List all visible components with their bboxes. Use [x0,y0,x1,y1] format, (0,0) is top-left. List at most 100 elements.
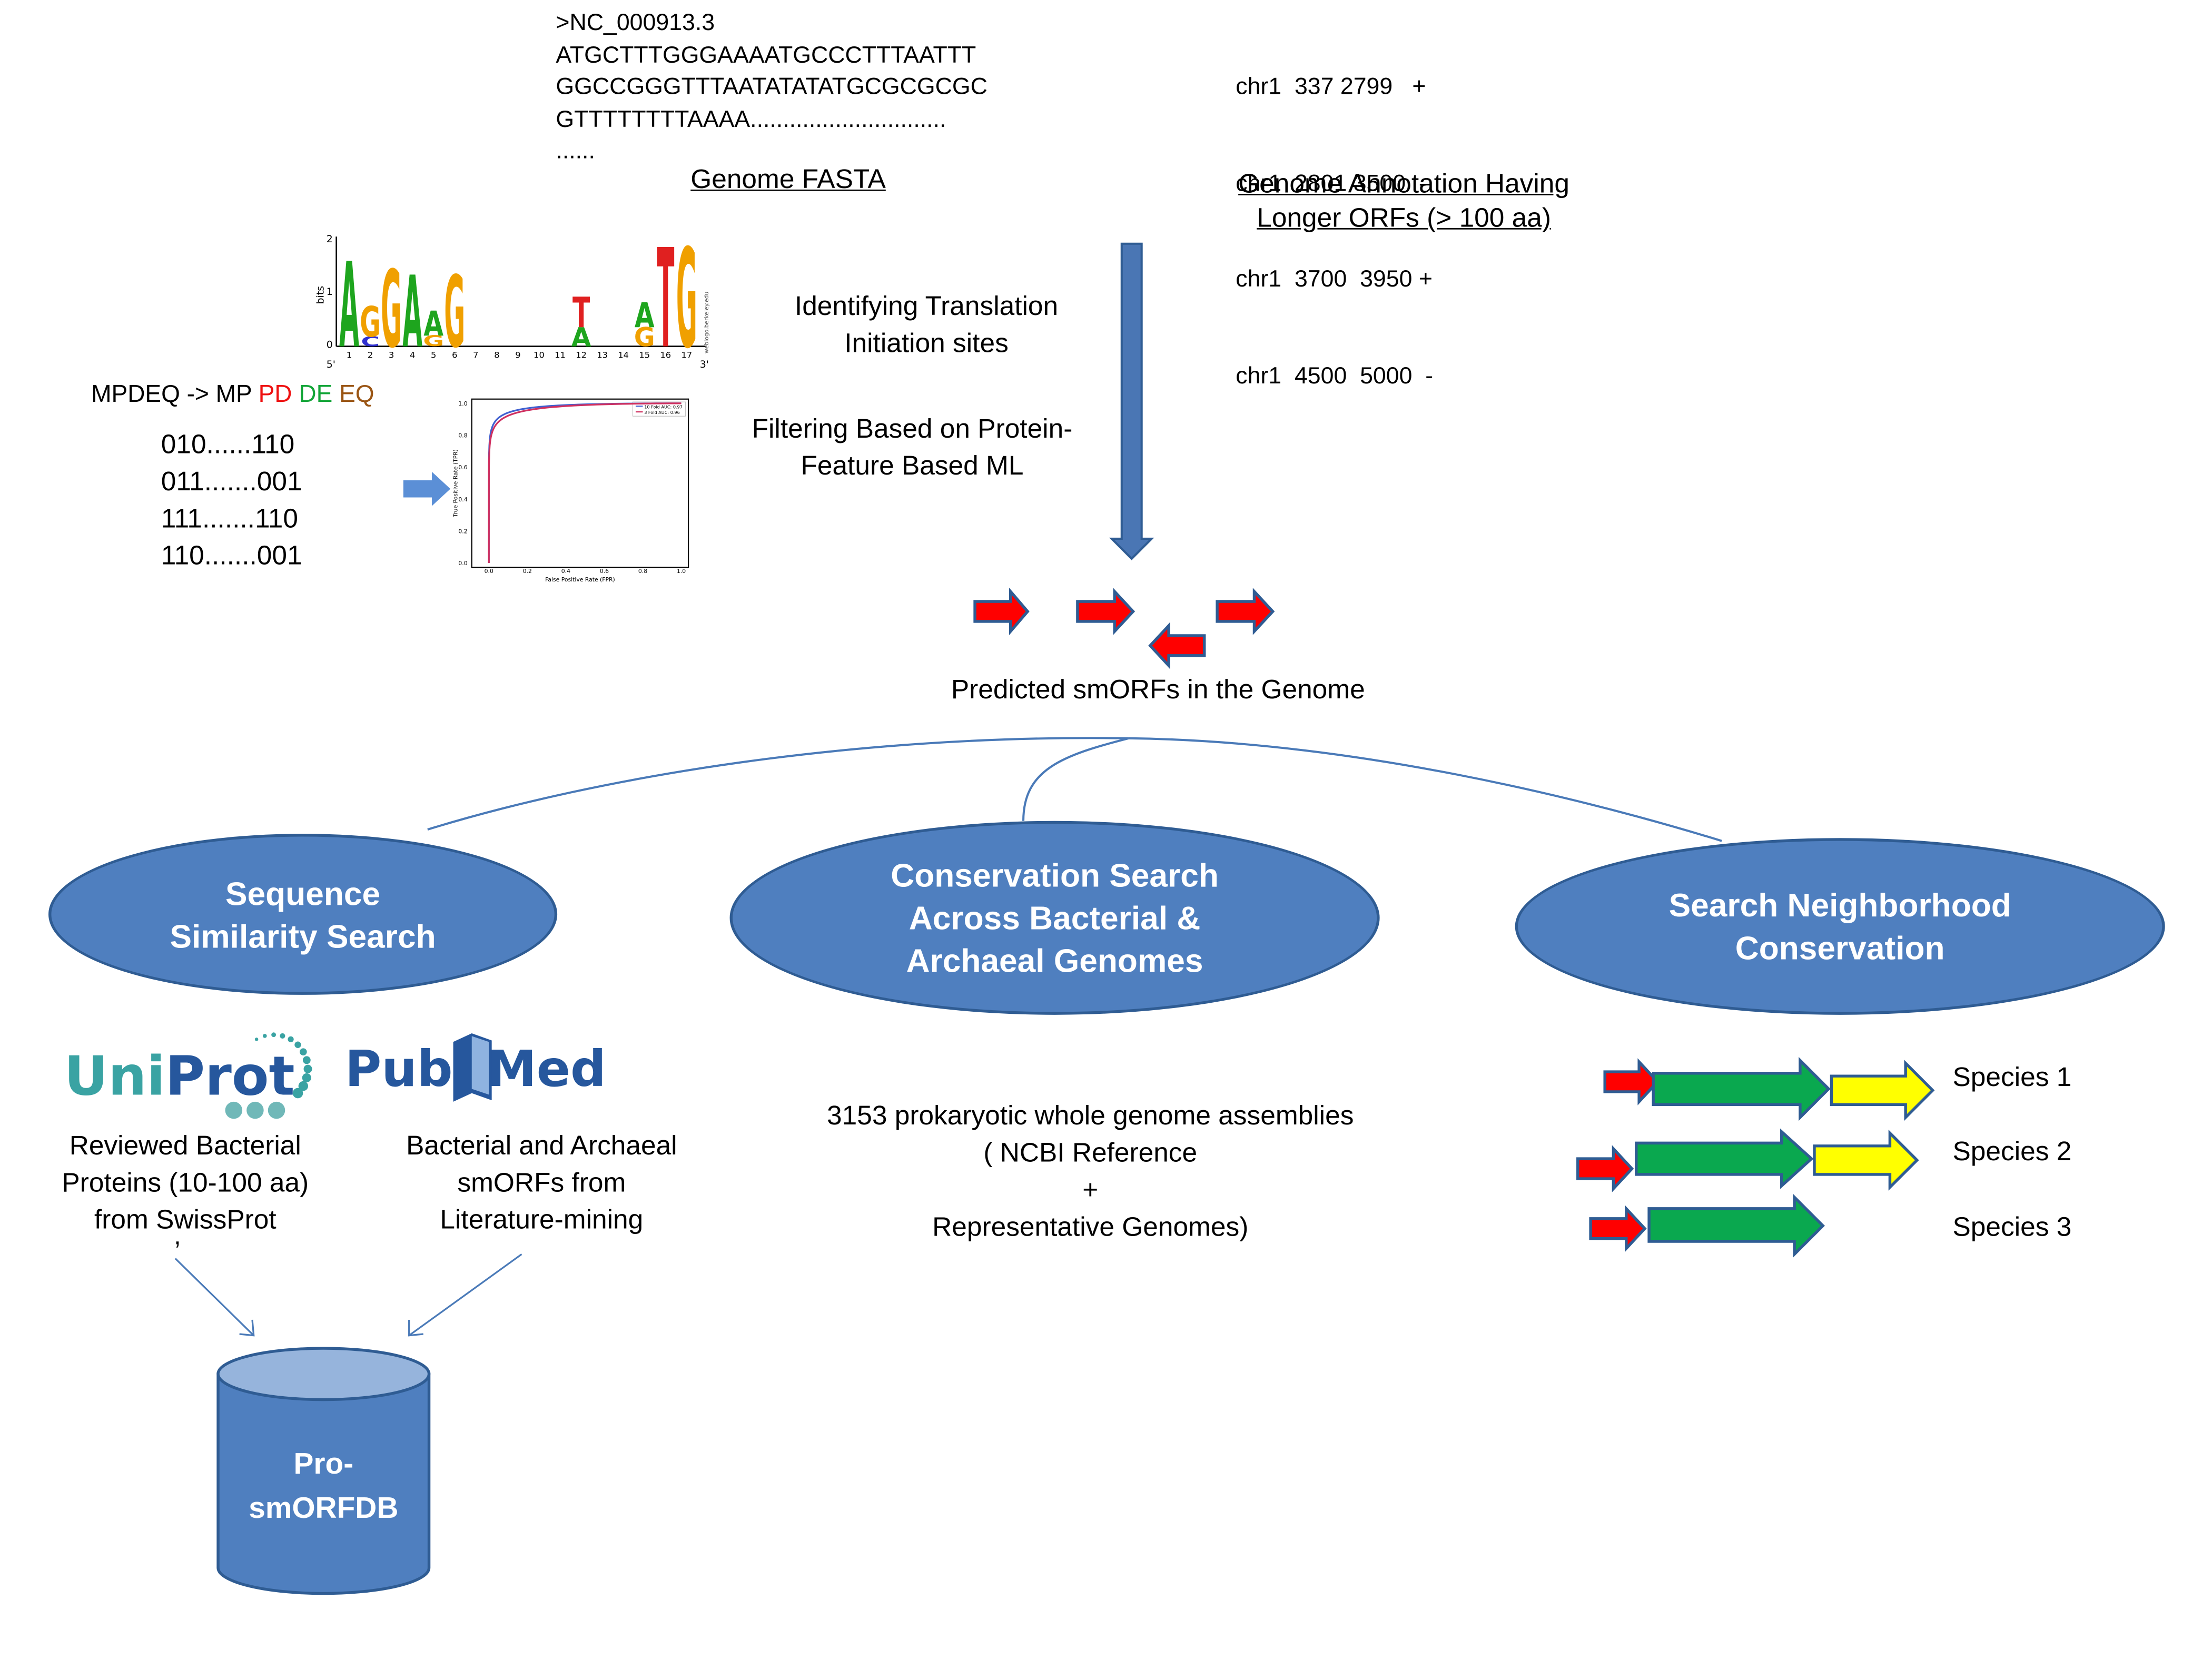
ml-step-label: Filtering Based on Protein- Feature Base… [706,412,1119,486]
pubmed-to-db-head [408,1319,423,1337]
logo-letter: G [444,255,465,370]
yellow-gene-arrow [1830,1060,1935,1121]
logo-position-label: 8 [494,350,499,360]
uniprot-logo-uni: Uni [64,1044,165,1108]
uniprot-dot [225,1101,243,1119]
roc-ytick: 0.4 [458,496,467,503]
logo-letter: G [423,333,444,350]
genomes-line: 3153 prokaryotic whole genome assemblies [827,1101,1354,1132]
pipeline-down-arrow [1109,242,1154,560]
fasta-header: >NC_000913.3 [556,9,715,36]
pubmed-logo-pub: Pub [344,1042,453,1099]
logo-letter: C [361,334,380,350]
binary-row: 110.......001 [161,541,302,572]
fasta-line: GTTTTTTTTAAAA...........................… [556,106,946,132]
uniprot-to-db-line [174,1258,254,1336]
binary-row: 011.......001 [161,467,302,498]
uniprot-line: Proteins (10-100 aa) [62,1169,309,1199]
roc-legend-entry: 3 Fold AUC: 0.96 [644,410,680,415]
tis-step-label: Identifying Translation Initiation sites [741,289,1112,363]
logo-letter: T [572,289,590,337]
oval-text: Archaeal Genomes [906,942,1203,980]
pubmed-description: Bacterial and Archaeal smORFs from Liter… [349,1129,734,1240]
connector-to-conservation-oval [1022,737,1129,821]
neighborhood-gene-arrows [1576,1056,1935,1258]
roc-curve-plot: False Positive Rate (FPR) True Positive … [452,398,689,583]
logo-position-label: 14 [618,350,629,360]
logo-letter: A [339,238,359,375]
uniprot-dot [294,1041,301,1048]
logo-position-label: 2 [368,350,373,360]
green-gene-arrow [1635,1128,1814,1189]
uniprot-dot [254,1038,259,1041]
roc-ytick: 1.0 [458,400,467,407]
connector-to-neighborhood-oval [1129,737,1722,842]
cylinder-body [216,1372,431,1595]
database-cylinder: Pro- smORFDB [216,1347,431,1595]
encoding-to-roc-arrow [403,471,451,506]
uniprot-dot [300,1048,307,1055]
pubmed-logo-med: Med [487,1042,606,1099]
logo-position-label: 5 [431,350,436,360]
binary-feature-matrix: 010......110 011.......001 111.......110… [161,428,302,576]
logo-ytick: 2 [327,233,333,245]
uniprot-dot [246,1101,264,1119]
uniprot-logo-prot: Prot [165,1044,295,1108]
uniprot-dot [302,1073,311,1083]
smorf-gene-arrow [1576,1145,1634,1192]
uniprot-dot [292,1088,303,1099]
logo-letter: A [423,304,443,344]
uniprot-line: from SwissProt [94,1206,276,1236]
uniprot-dot [280,1033,285,1039]
genomes-line: ( NCBI Reference [983,1139,1198,1169]
logo-letter: G [676,220,697,379]
genome-fasta-sequence: >NC_000913.3 ATGCTTTGGGAAAATGCCCTTTAATTT… [556,7,987,167]
predicted-smorfs-label: Predicted smORFs in the Genome [951,675,1365,706]
uniprot-dot [303,1064,312,1073]
genomes-line: Representative Genomes) [932,1212,1249,1243]
binary-row: 111.......110 [161,504,298,535]
uniprot-dot [268,1101,285,1119]
roc-xtick: 1.0 [677,568,686,575]
uniprot-dot [298,1081,309,1091]
encoding-de: DE [299,380,333,408]
connector-to-sequence-oval [427,737,1129,831]
logo-position-label: 13 [597,350,608,360]
logo-position-label: 9 [515,350,520,360]
fasta-line: ATGCTTTGGGAAAATGCCCTTTAATTT [556,42,976,68]
fasta-line: ...... [556,138,595,164]
annotation-label-line: Longer ORFs (> 100 aa) [1257,203,1551,234]
predicted-smorf-arrows [973,587,1275,669]
roc-xtick: 0.4 [561,568,570,575]
pubmed-book-icon [453,1033,492,1102]
tis-label-line: Initiation sites [844,329,1009,359]
logo-position-label: 15 [639,350,650,360]
logo-position-label: 10 [534,350,545,360]
smorf-arrow-forward [1216,588,1275,635]
logo-letter: G [634,322,655,353]
genomes-line: + [1082,1176,1099,1206]
logo-ytick: 1 [327,286,333,298]
oval-text: Across Bacterial & [908,899,1201,936]
genome-assemblies-text: 3153 prokaryotic whole genome assemblies… [741,1099,1439,1247]
smorf-arrow-forward [973,587,1030,636]
roc-xtick: 0.0 [485,568,493,575]
logo-letter: A [635,296,655,335]
uniprot-dot [302,1056,311,1064]
pubmed-to-db-line [408,1253,522,1337]
stray-comma: , [174,1221,181,1250]
logo-letter: T [657,220,674,379]
pubmed-line: Bacterial and Archaeal [406,1131,677,1162]
annotation-row: chr1 4500 5000 - [1236,362,1434,389]
logo-ytick: 0 [327,339,333,350]
green-gene-arrow [1652,1056,1831,1121]
uniprot-dot [271,1032,276,1038]
encoding-eq: EQ [339,380,374,408]
logo-ylabel: bits [314,286,326,304]
logo-letter: A [402,255,422,370]
oval-text: Conservation Search [891,856,1219,894]
smorf-gene-arrow [1603,1058,1660,1105]
